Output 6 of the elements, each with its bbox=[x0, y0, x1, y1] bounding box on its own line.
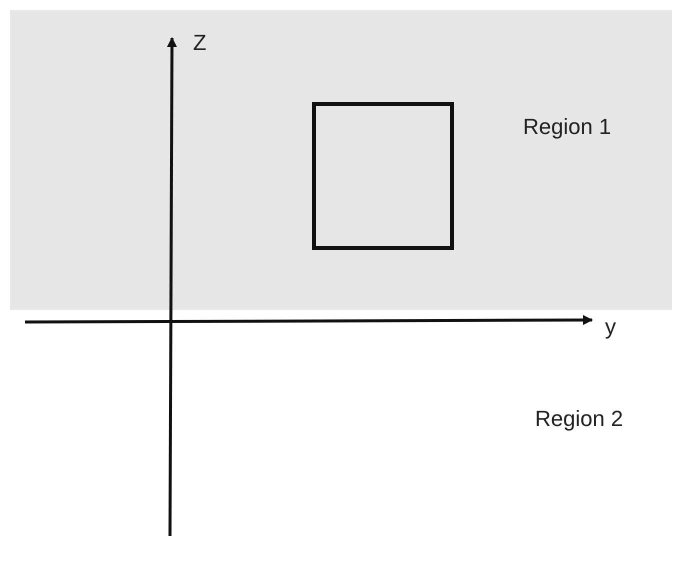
region-label: Region 2 bbox=[535, 408, 624, 430]
axis-label: Z bbox=[193, 32, 206, 54]
region-label: Region 1 bbox=[523, 116, 612, 138]
axis-label: y bbox=[605, 316, 616, 338]
square-outline bbox=[312, 102, 454, 250]
shaded-region bbox=[10, 10, 672, 310]
